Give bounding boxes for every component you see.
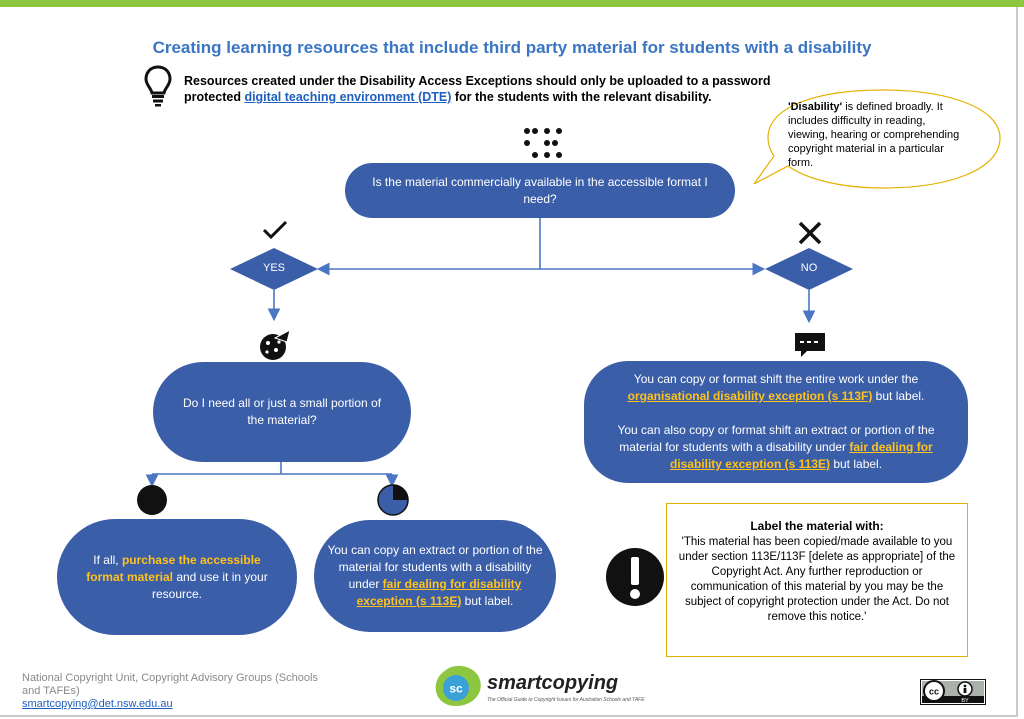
organisational-exception-link[interactable]: organisational disability exception (s 1… (627, 389, 873, 403)
logo-text: smartcopying (487, 672, 619, 694)
svg-text:cc: cc (929, 687, 939, 697)
portion-result-box: You can copy an extract or portion of th… (314, 520, 556, 632)
check-icon (262, 220, 288, 240)
lightbulb-icon (144, 65, 172, 107)
purchase-accessible-link[interactable]: purchase the accessible format material (86, 552, 261, 584)
label-box-text: 'This material has been copied/made avai… (678, 536, 956, 623)
exclamation-icon (606, 548, 664, 606)
yes-diamond (230, 248, 318, 290)
full-circle-icon (137, 485, 167, 515)
yes-label: YES (262, 262, 285, 274)
fair-dealing-link-right[interactable]: fair dealing for disability exception (s… (669, 440, 933, 471)
footer-email-link[interactable]: smartcopying@det.nsw.edu.au (22, 698, 173, 710)
cc-by-icon: cc BY (920, 679, 986, 705)
callout-text: 'Disability' is defined broadly. It incl… (788, 101, 960, 169)
fair-dealing-link-left[interactable]: fair dealing for disability exception (s… (356, 577, 522, 608)
logo-badge-text: sc (449, 682, 463, 696)
braille-icon (524, 128, 562, 158)
label-box-title: Label the material with: (750, 519, 884, 533)
dte-link[interactable]: digital teaching environment (DTE) (244, 90, 452, 104)
label-instruction-box: Label the material with: 'This material … (666, 503, 968, 657)
question-commercially-available: Is the material commercially available i… (345, 163, 735, 218)
logo-tagline: The Official Guide to Copyright Issues f… (487, 697, 645, 703)
all-result-box: If all, purchase the accessible format m… (57, 519, 297, 635)
page-frame (0, 7, 1018, 717)
no-label: NO (800, 262, 818, 274)
cross-icon (798, 221, 822, 245)
disability-callout-bubble (753, 89, 1001, 189)
no-result-box: You can copy or format shift the entire … (584, 361, 968, 483)
quarter-circle-icon (377, 484, 409, 516)
cc-by-label: BY (961, 698, 969, 704)
intro-text: Resources created under the Disability A… (184, 74, 771, 104)
question-all-or-portion: Do I need all or just a small portion of… (153, 362, 411, 462)
pizza-icon (260, 329, 291, 360)
no-diamond (765, 248, 853, 290)
top-accent-bar (0, 0, 1024, 7)
chat-icon (795, 333, 825, 357)
footer-org: National Copyright Unit, Copyright Advis… (22, 672, 318, 710)
page-title: Creating learning resources that include… (152, 38, 872, 57)
smartcopying-logo-icon: sc (435, 665, 481, 706)
